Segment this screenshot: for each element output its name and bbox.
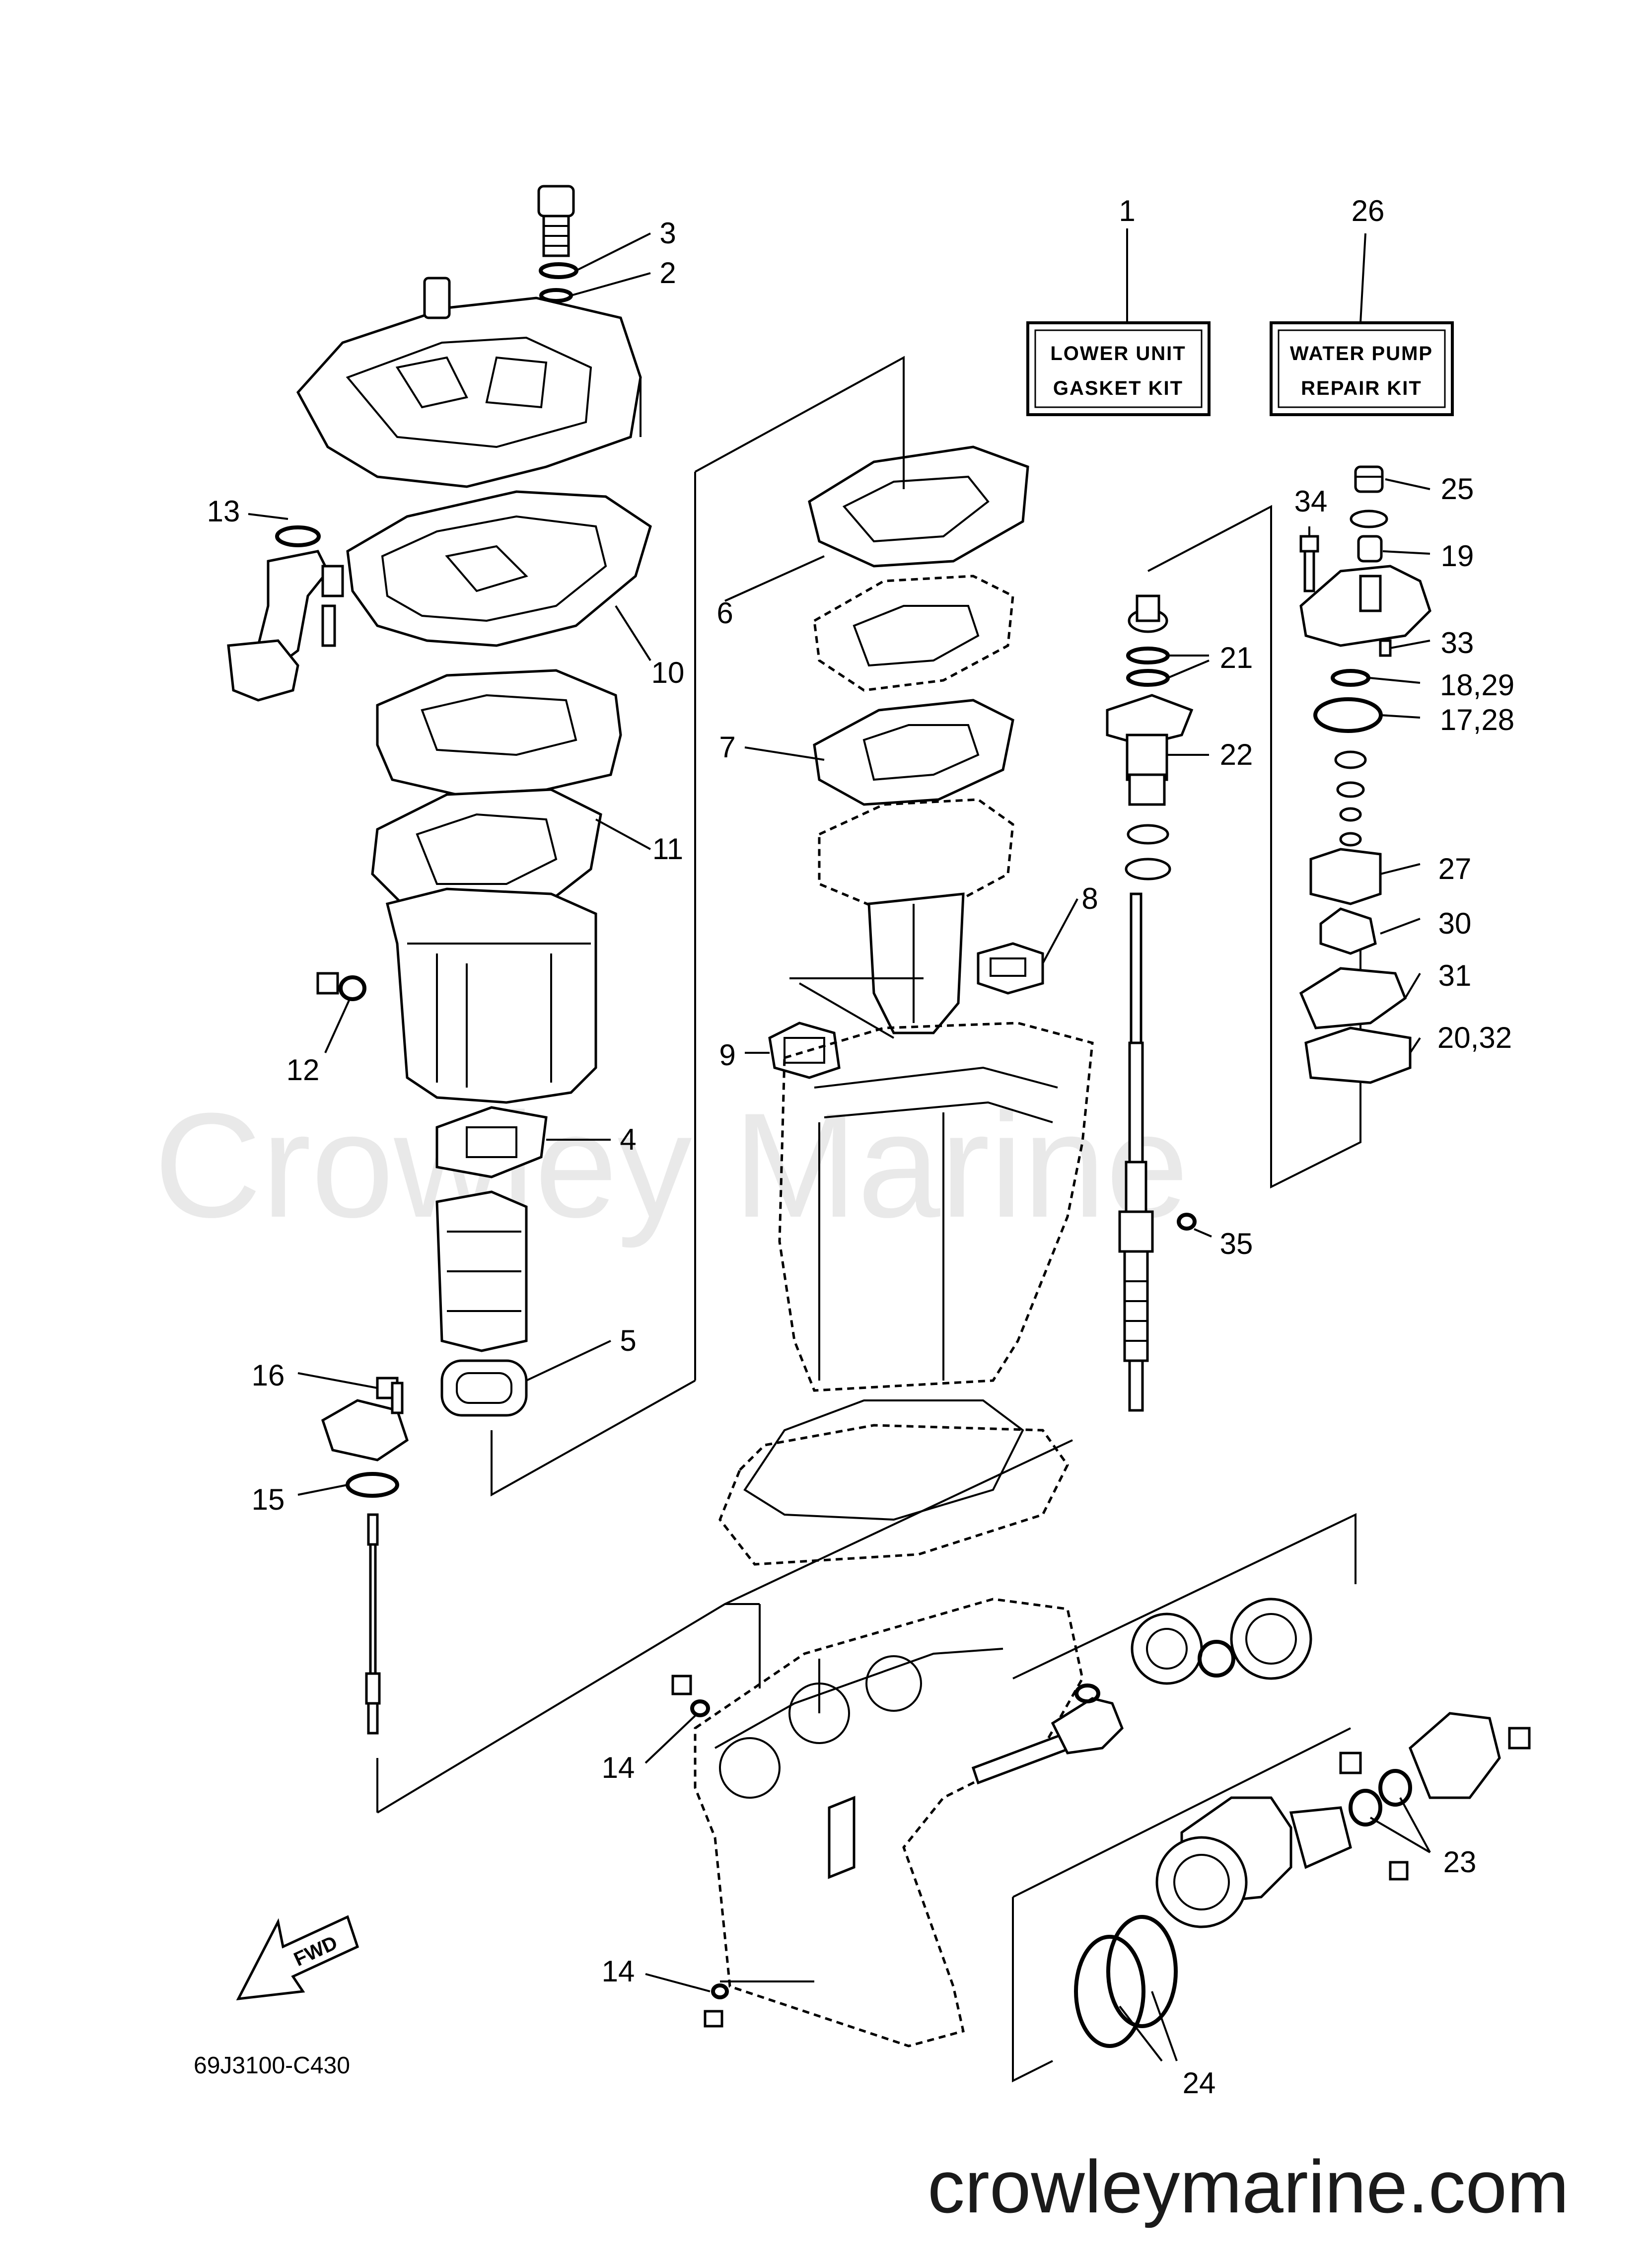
oil-seal-part-23a	[1349, 1789, 1382, 1827]
o-ring-part-24a	[1074, 1935, 1145, 2048]
callout-18-29: 18,29	[1440, 668, 1514, 702]
gasket-part-6	[808, 445, 1029, 568]
oil-pan-part	[818, 798, 1014, 1034]
callout-31: 31	[1438, 959, 1472, 992]
oil-seal-part-23b	[1378, 1769, 1412, 1807]
forward-gear-part	[1131, 1598, 1312, 1685]
lower-unit-gasket-kit-box: LOWER UNIT GASKET KIT	[1026, 228, 1211, 416]
gasket-part-11	[371, 788, 602, 915]
exhaust-tube-part	[435, 1190, 528, 1352]
callout-3: 3	[659, 217, 676, 250]
lower-unit-kit-line2: GASKET KIT	[1053, 377, 1183, 399]
cover-part-16	[321, 1377, 409, 1462]
callout-12: 12	[286, 1053, 320, 1087]
lower-case-part	[694, 1598, 1084, 2048]
callout-17-28: 17,28	[1440, 703, 1514, 736]
clip-part-35	[1177, 1213, 1197, 1231]
gasket-part-10	[346, 490, 652, 647]
site-url: crowleymarine.com	[928, 2145, 1569, 2228]
retainer-cover-part	[1339, 1712, 1531, 1881]
callout-14-lower: 14	[602, 1955, 635, 1988]
callout-13: 13	[207, 495, 240, 528]
o-ring-part-3	[539, 262, 578, 279]
upper-casing-part	[296, 277, 642, 488]
callout-10: 10	[651, 656, 685, 689]
propeller-shaft-part	[971, 1697, 1124, 1785]
callout-26: 26	[1352, 194, 1385, 227]
callout-21: 21	[1220, 641, 1253, 674]
callout-30: 30	[1438, 907, 1472, 940]
watermark-text: Crowley Marine	[154, 1082, 1189, 1249]
water-pump-kit-line1: WATER PUMP	[1290, 343, 1433, 365]
callout-6: 6	[716, 596, 733, 630]
callout-9: 9	[719, 1038, 735, 1072]
water-pump-repair-kit-box: WATER PUMP REPAIR KIT	[1270, 233, 1454, 416]
damper-part-9	[768, 1022, 841, 1079]
leader-bracket	[695, 356, 905, 489]
callout-14-upper: 14	[602, 1751, 635, 1784]
callout-35: 35	[1220, 1227, 1253, 1260]
bushing-stack	[1106, 594, 1194, 880]
callout-16: 16	[252, 1359, 285, 1392]
damper-part-8	[977, 942, 1044, 995]
mount-plate-part	[813, 575, 1014, 692]
clip-part	[1074, 1683, 1100, 1703]
callout-15: 15	[252, 1483, 285, 1516]
callout-24: 24	[1183, 2066, 1216, 2100]
plug-part-14-upper	[671, 1675, 710, 1717]
callout-2: 2	[659, 256, 676, 290]
leader-bracket-gear	[1012, 1513, 1356, 1680]
callout-27: 27	[1438, 852, 1472, 885]
plug-part-12	[316, 972, 366, 1001]
callout-19: 19	[1441, 539, 1474, 573]
plug-part-14-lower	[704, 1983, 729, 2028]
callout-33: 33	[1441, 626, 1474, 659]
leader-bracket-lower	[376, 1603, 760, 1814]
lower-unit-kit-line1: LOWER UNIT	[1050, 343, 1186, 365]
callout-23: 23	[1443, 1845, 1477, 1879]
callout-8: 8	[1081, 882, 1098, 915]
callout-25: 25	[1441, 472, 1474, 506]
o-ring-part-15	[346, 1472, 399, 1498]
gasket-part-7	[813, 699, 1014, 806]
callout-1: 1	[1119, 194, 1135, 227]
callout-11: 11	[652, 832, 683, 866]
callout-7: 7	[719, 731, 735, 764]
callout-4: 4	[620, 1123, 636, 1156]
driveshaft-housing-part	[718, 1022, 1094, 1566]
callout-22: 22	[1220, 738, 1253, 771]
gasket-part-5	[440, 1359, 528, 1417]
leader-bracket-prop	[1012, 1727, 1351, 2083]
muffler-body-part	[385, 887, 597, 1104]
o-ring-part-24b	[1106, 1915, 1178, 2028]
water-pump-parts	[1299, 465, 1431, 1084]
shift-rod-part	[365, 1513, 381, 1735]
gasket-part-4	[435, 1106, 548, 1178]
diagram-code: 69J3100-C430	[194, 2052, 350, 2079]
callout-20-32: 20,32	[1437, 1021, 1512, 1054]
plug-part	[537, 185, 575, 257]
fwd-arrow-icon: FWD	[236, 1915, 359, 2001]
water-pump-kit-line2: REPAIR KIT	[1301, 377, 1422, 399]
bearing-housing-part	[1155, 1796, 1352, 1928]
driveshaft-part	[1118, 892, 1154, 1412]
exhaust-guide-part	[376, 669, 622, 796]
oil-strainer-part	[227, 525, 344, 702]
callout-34: 34	[1294, 485, 1328, 518]
callout-5: 5	[620, 1324, 636, 1357]
